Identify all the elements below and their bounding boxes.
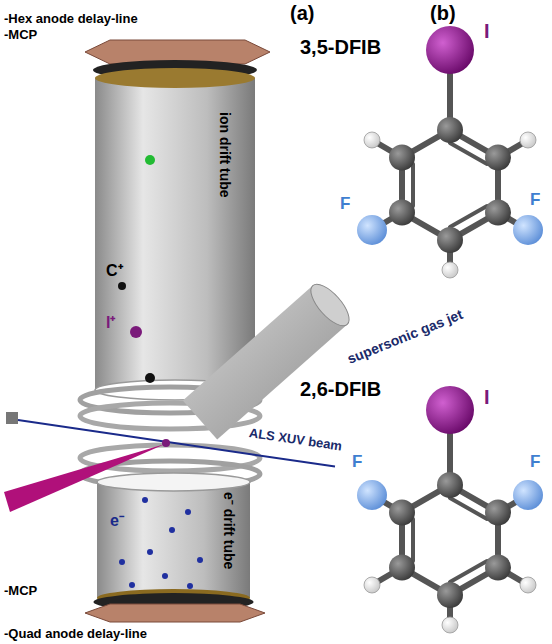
molecule-name: 2,6-DFIB: [300, 378, 381, 401]
electron-dots: [119, 497, 203, 589]
jet-end: [305, 278, 356, 332]
molecule-35-dfib: [357, 26, 543, 278]
part-name: -MCP: [4, 584, 37, 599]
ion-label: C⁺: [106, 262, 123, 280]
atom-label: F: [530, 452, 540, 472]
part-name: ion drift tube: [217, 112, 233, 198]
atom-label: F: [352, 452, 362, 472]
part-name: supersonic gas jet: [345, 306, 465, 367]
molecule-name: 3,5-DFIB: [300, 36, 381, 59]
beam-source: [6, 412, 18, 424]
electron-tube: [97, 482, 250, 598]
ion-dot: [145, 155, 155, 165]
ion-dot: [118, 282, 126, 290]
tube-rim: [95, 68, 255, 88]
tube-opening: [97, 473, 250, 491]
ion-dot: [145, 373, 155, 383]
part-name: ALS XUV beam: [248, 426, 343, 454]
part-name: -Quad anode delay-line: [4, 627, 147, 642]
panel-letter: (a): [290, 2, 314, 25]
ion-dot: [130, 326, 142, 338]
molecule-26-dfib: [357, 386, 543, 633]
part-name: e⁻ drift tube: [221, 492, 237, 569]
atom-label: I: [484, 20, 490, 43]
quad-anode: [85, 604, 265, 622]
part-name: -Hex anode delay-line: [4, 12, 138, 27]
atom-label: F: [340, 194, 350, 214]
particle-label: e⁻: [110, 512, 124, 530]
ion-label: I⁺: [106, 314, 115, 332]
ion-tube: [95, 78, 255, 390]
part-name: -MCP: [4, 28, 37, 43]
target-dot: [162, 439, 170, 447]
atom-label: F: [530, 190, 540, 210]
atom-label: I: [484, 386, 490, 409]
panel-letter: (b): [430, 2, 456, 25]
